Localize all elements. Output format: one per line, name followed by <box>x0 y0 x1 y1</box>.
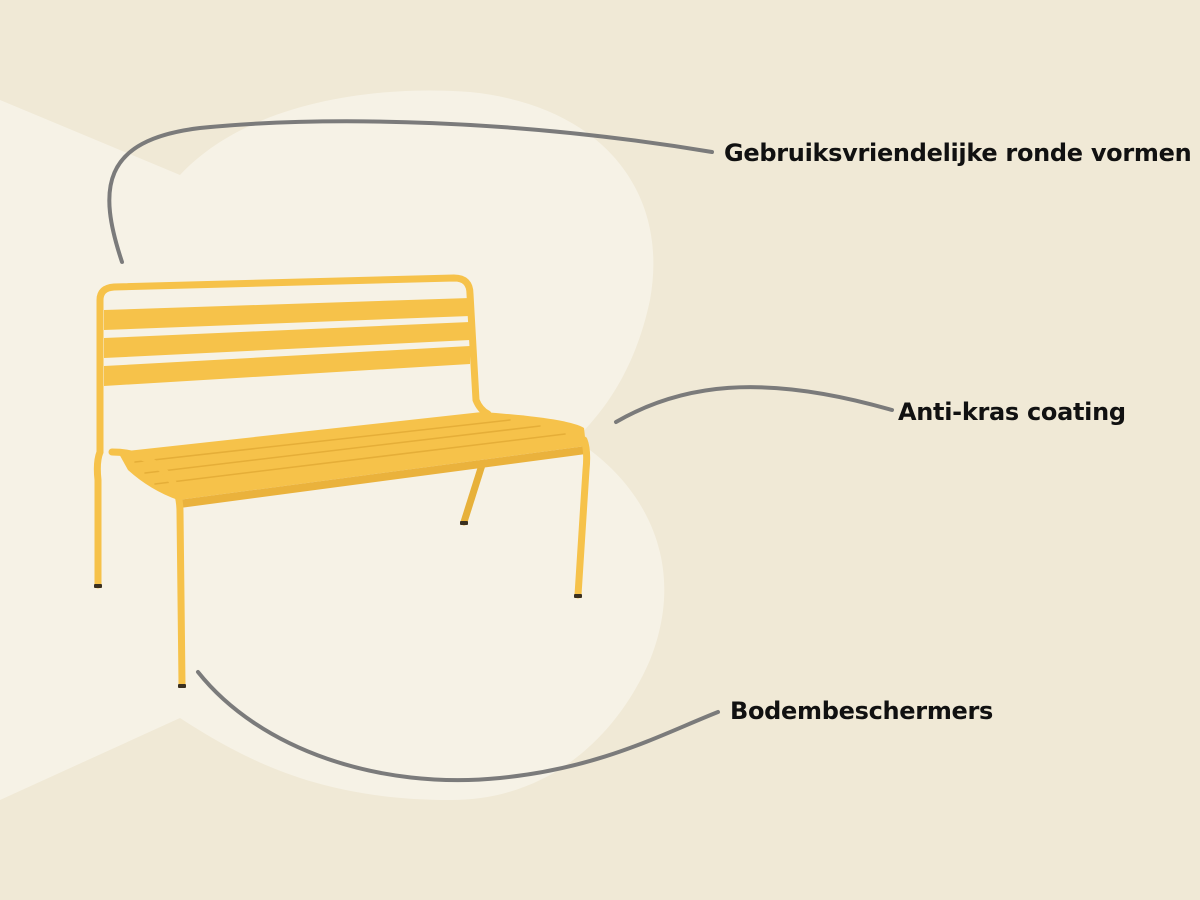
seat-slat-line-2 <box>144 425 541 474</box>
back-slat-1 <box>104 298 470 330</box>
foot-cap-1 <box>94 584 102 588</box>
callout-label-anti-scratch-coating: Anti-kras coating <box>898 398 1126 426</box>
bench-right-front-leg <box>574 436 591 599</box>
back-slat-3 <box>104 346 470 386</box>
bench-left-side-frame <box>108 448 186 688</box>
leader-line-1 <box>107 119 714 264</box>
bench-seat-front-edge <box>178 446 586 508</box>
seat-slat-line-1 <box>134 419 511 463</box>
callout-label-floor-protectors: Bodembeschermers <box>730 697 994 725</box>
foot-cap-4 <box>460 521 468 525</box>
foot-cap-3 <box>574 594 582 598</box>
bench-feet <box>94 521 582 688</box>
back-slat-2 <box>104 322 470 358</box>
bench-back-slats <box>104 298 470 386</box>
leader-line-3 <box>196 670 720 783</box>
callout-label-rounded-shapes: Gebruiksvriendelijke ronde vormen <box>724 139 1192 167</box>
bench-illustration <box>93 274 591 688</box>
callout-leader-lines <box>107 119 894 783</box>
bench-left-leg-back <box>93 448 104 589</box>
bench-rear-leg-right <box>460 461 486 526</box>
leader-line-2 <box>614 385 894 424</box>
bench-backrest-frame <box>96 274 492 456</box>
seat-slat-line-3 <box>154 433 566 485</box>
bench-seat-slat-lines <box>134 419 566 485</box>
foot-cap-2 <box>178 684 186 688</box>
